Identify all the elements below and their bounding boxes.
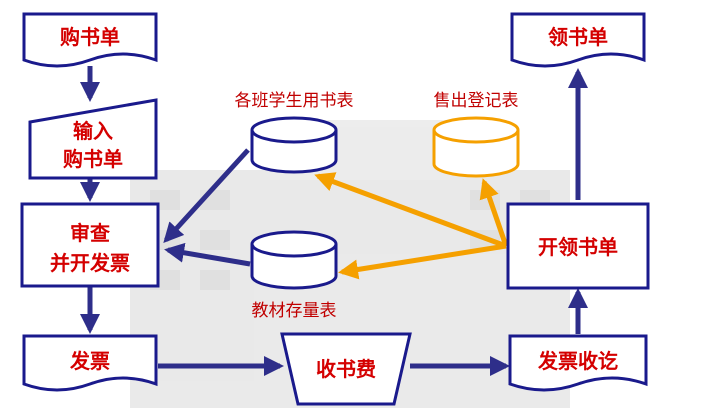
node-invoice: 发票 [22, 334, 158, 392]
store-inventory: 教材存量表 [250, 230, 338, 321]
arrow-issue-to-inventory [338, 243, 507, 280]
input-order-label-2: 购书单 [63, 147, 123, 171]
issue-order-label: 开领书单 [538, 235, 618, 259]
review-label-1: 审查 [70, 221, 110, 245]
node-review-invoice: 审查 并开发票 [20, 202, 160, 288]
purchase-order-label: 购书单 [60, 25, 120, 49]
node-issue-order: 开领书单 [506, 202, 650, 290]
data-arrows [314, 172, 509, 280]
node-collect-fee: 收书费 [280, 332, 412, 406]
sales-register-label: 售出登记表 [434, 91, 519, 111]
node-pickup-order: 领书单 [510, 12, 646, 68]
arrow-inventory-to-review [164, 242, 251, 267]
invoice-receipt-label: 发票收讫 [537, 349, 618, 373]
collect-fee-label: 收书费 [316, 357, 376, 381]
review-label-2: 并开发票 [50, 251, 130, 275]
arrow-issue-to-sales-register [479, 178, 509, 247]
pickup-order-label: 领书单 [548, 25, 608, 49]
flow-arrows [80, 66, 588, 376]
store-class-books: 各班学生用书表 [235, 91, 354, 174]
node-input-order: 输入 购书单 [28, 98, 158, 180]
node-purchase-order: 购书单 [22, 12, 158, 68]
node-invoice-receipt: 发票收讫 [508, 334, 648, 392]
arrow-issue-to-class-books [314, 172, 507, 249]
invoice-label: 发票 [69, 349, 110, 373]
class-books-label: 各班学生用书表 [235, 91, 354, 111]
store-sales-register: 售出登记表 [432, 91, 520, 178]
arrow-class-books-to-review [163, 148, 250, 243]
input-order-label-1: 输入 [73, 119, 113, 143]
inventory-label: 教材存量表 [252, 301, 337, 321]
